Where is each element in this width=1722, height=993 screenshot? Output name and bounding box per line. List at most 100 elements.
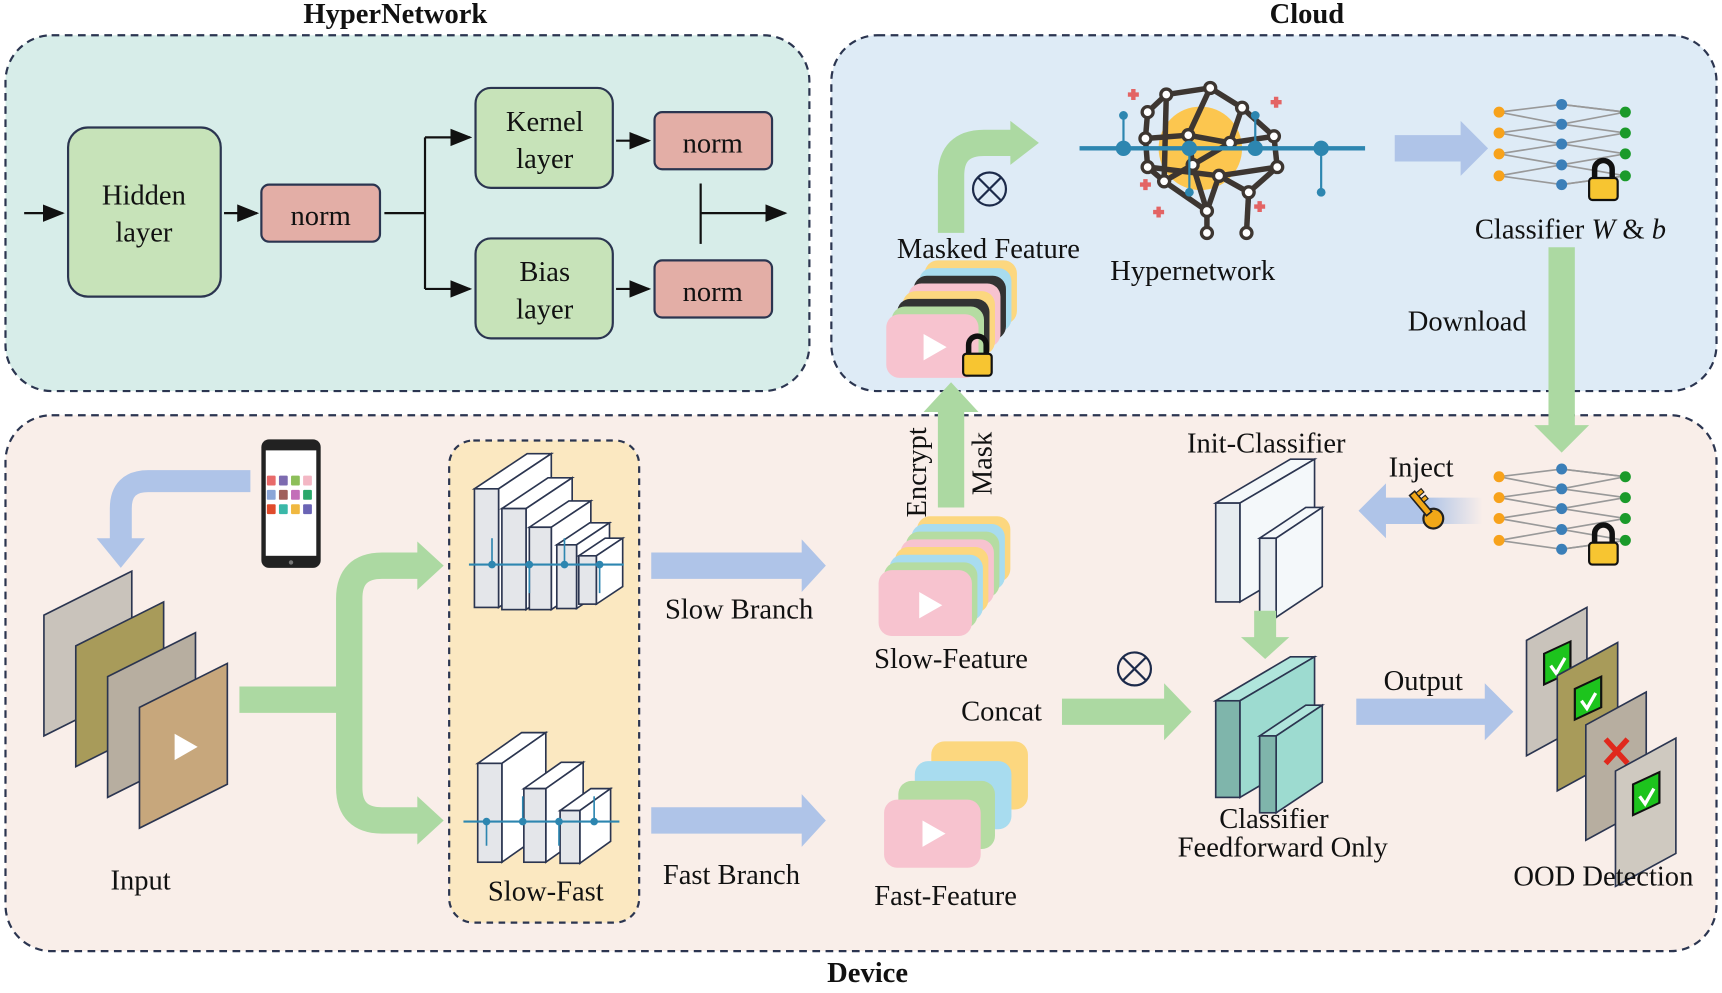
hypernetwork-title: HyperNetwork <box>303 0 487 30</box>
norm-box-1 <box>260 183 382 243</box>
block-front <box>559 809 581 865</box>
fast-pathway-network <box>463 731 620 865</box>
hypernetwork-connectors <box>24 128 788 298</box>
output-node <box>1619 512 1631 524</box>
slow-branch-label: Slow Branch <box>665 594 813 625</box>
fast-feature-stack <box>884 741 1028 868</box>
hidden-node <box>1556 138 1568 150</box>
hidden-layer-label-1: Hidden <box>102 180 186 211</box>
to-classifier-arrow <box>1394 120 1489 176</box>
hidden-node <box>1556 159 1568 171</box>
bias-layer-label-2: layer <box>516 295 574 326</box>
input-node <box>1493 127 1505 139</box>
pathway-node <box>482 817 491 826</box>
norm-label-1: norm <box>291 201 351 232</box>
sparkle-icon <box>1270 96 1282 108</box>
brain-node <box>1241 185 1256 200</box>
hidden-layer-label-2: layer <box>115 218 173 249</box>
sparkle-icon <box>1127 89 1139 101</box>
app-tile <box>291 475 300 486</box>
brain-node <box>1140 159 1155 175</box>
encrypt-label: Encrypt <box>902 427 933 517</box>
net-edge <box>1498 539 1562 551</box>
neural-network-icon <box>1493 463 1631 566</box>
block-front <box>473 487 500 609</box>
net-edge <box>1561 111 1626 126</box>
block-front <box>1258 537 1277 619</box>
ood-detection-frames <box>1525 606 1677 888</box>
brain-node <box>1211 168 1227 183</box>
otimes-cross-device <box>1122 656 1147 682</box>
app-tile <box>278 475 288 486</box>
ood-frame <box>1614 736 1677 888</box>
classifier-label: Classifier <box>1219 804 1329 835</box>
net-edge <box>1561 487 1626 499</box>
app-tile <box>278 489 288 500</box>
net-edge <box>1498 153 1562 166</box>
lock-body <box>1588 176 1619 202</box>
output-node <box>1619 471 1631 483</box>
net-edge <box>1498 123 1562 134</box>
output-node <box>1619 127 1631 139</box>
brain-edge <box>1229 133 1275 146</box>
hypernetwork-block: Hidden layer norm Kernel layer Bias laye… <box>24 86 788 340</box>
input-node <box>1493 170 1505 182</box>
brain-node <box>1199 225 1215 241</box>
block-front <box>1258 735 1277 814</box>
brain-edge <box>1165 85 1211 98</box>
sparkle-icon <box>1139 179 1151 191</box>
brain-node <box>1199 203 1215 219</box>
classifier-wb-label: Classifier W & b <box>1475 214 1666 245</box>
kernel-layer-box <box>474 86 614 190</box>
lock-icon <box>962 333 993 377</box>
input-split-arrow <box>239 552 420 834</box>
init-classifier-cube <box>1256 505 1325 619</box>
bias-layer-box <box>474 237 614 340</box>
inject-label: Inject <box>1389 453 1454 484</box>
net-edge <box>1561 507 1626 520</box>
block-front <box>528 526 553 611</box>
hidden-node <box>1556 118 1568 130</box>
kernel-layer-label-1: Kernel <box>506 107 584 138</box>
lock-icon <box>1588 157 1619 202</box>
net-edge <box>1498 475 1562 490</box>
net-edge <box>1498 507 1562 520</box>
pathway-node <box>488 560 496 569</box>
block-front <box>577 554 598 605</box>
app-tile <box>303 475 312 486</box>
input-node <box>1493 512 1505 524</box>
fast-path-arrow-head <box>417 796 444 845</box>
input-video-frames <box>43 569 229 830</box>
brain-node <box>1203 80 1218 96</box>
check-mark <box>1580 692 1598 712</box>
net-edge <box>1561 143 1626 155</box>
sparkle-icon <box>1254 201 1266 213</box>
device-block: Input Slow-Fast Slow Branch Fast Branch … <box>43 427 1693 924</box>
check-mark <box>1549 657 1567 677</box>
blue-node <box>1181 140 1198 157</box>
slow-pathway-network <box>468 452 626 612</box>
hidden-node <box>1556 483 1568 495</box>
net-edge <box>1561 475 1626 490</box>
play-icon <box>919 592 943 619</box>
net-edge <box>1561 123 1626 134</box>
play-icon <box>174 733 198 761</box>
pathway-node <box>518 817 527 826</box>
concat-label: Concat <box>961 697 1042 728</box>
net-edge <box>1498 487 1562 499</box>
app-tile <box>291 504 300 515</box>
classifier-cube <box>1256 703 1325 815</box>
otimes-symbol-cloud <box>971 171 1008 207</box>
output-node <box>1619 106 1631 118</box>
blue-dot <box>1184 187 1194 197</box>
hidden-node <box>1556 543 1568 555</box>
blue-node <box>1313 140 1329 157</box>
lock-icon <box>1588 522 1619 566</box>
masked-feature-label: Masked Feature <box>897 234 1080 265</box>
pathway-node <box>590 817 598 826</box>
otimes-symbol-device <box>1116 651 1153 687</box>
mask-label: Mask <box>968 431 999 495</box>
brain-node <box>1234 100 1250 115</box>
fast-layer-block <box>557 787 614 865</box>
